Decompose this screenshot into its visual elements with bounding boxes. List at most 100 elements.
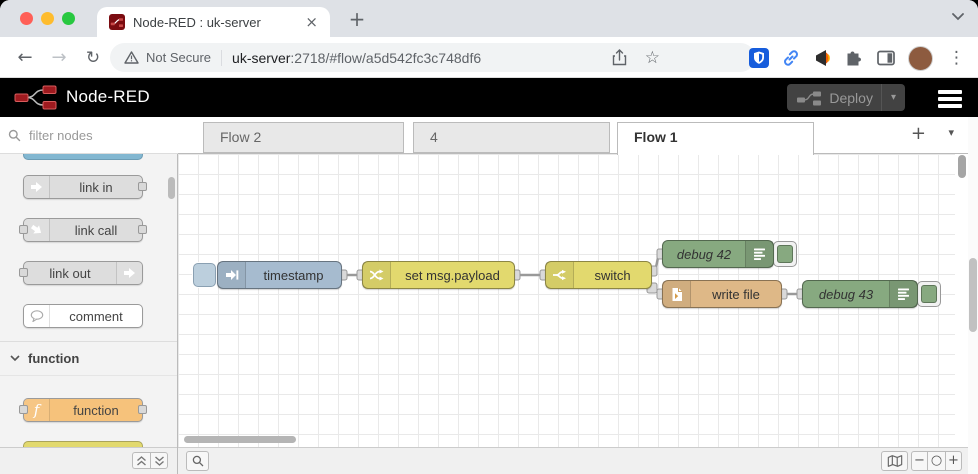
flow-list-caret[interactable]: ▾ <box>948 126 954 139</box>
palette-category-function[interactable]: function <box>0 341 177 376</box>
expand-all-button[interactable] <box>150 452 168 469</box>
palette-node-link-out[interactable]: link out <box>19 261 143 285</box>
megaphone-extension-icon[interactable] <box>813 48 833 68</box>
canvas-vertical-scrollbar[interactable] <box>958 155 966 178</box>
profile-avatar[interactable] <box>908 45 933 71</box>
debug-output-icon <box>745 241 773 267</box>
page-scrollbar[interactable] <box>968 117 978 474</box>
fullscreen-window-button[interactable] <box>62 12 75 25</box>
palette-scrollbar-thumb[interactable] <box>168 177 175 199</box>
not-secure-warning-icon <box>124 51 139 64</box>
node-switch[interactable]: switch <box>545 261 652 289</box>
search-icon <box>192 455 203 467</box>
zoom-out-button[interactable]: − <box>911 451 928 471</box>
node-port[interactable] <box>138 405 147 414</box>
reload-button[interactable]: ↻ <box>85 48 101 68</box>
palette-node-partial-top[interactable] <box>23 154 143 160</box>
bookmark-star-icon[interactable]: ☆ <box>644 47 660 68</box>
sidebar-icon[interactable] <box>876 49 896 67</box>
forward-button[interactable]: → <box>51 47 67 68</box>
browser-tabstrip: Node-RED : uk-server × + <box>0 0 978 37</box>
palette-node-link-call[interactable]: link call <box>19 218 147 242</box>
palette-category-label: function <box>28 351 80 366</box>
palette-node-partial-bottom[interactable] <box>23 441 143 447</box>
filter-nodes-input[interactable] <box>27 126 157 144</box>
palette-node-label: function <box>73 402 119 418</box>
node-port[interactable] <box>19 268 28 277</box>
canvas-horizontal-scrollbar[interactable] <box>184 436 296 443</box>
url-text[interactable]: uk-server:2718/#flow/a5d542fc3c748df6 <box>232 50 481 66</box>
address-bar[interactable]: Not Secure uk-server:2718/#flow/a5d542fc… <box>110 43 755 72</box>
close-window-button[interactable] <box>20 12 33 25</box>
switch-icon <box>546 262 574 288</box>
node-red-logo <box>14 85 57 110</box>
zoom-in-button[interactable]: + <box>945 451 962 471</box>
flow-tab-2[interactable]: Flow 2 <box>203 122 404 153</box>
main-menu-icon[interactable] <box>938 90 962 111</box>
comment-icon <box>24 305 50 327</box>
node-port[interactable] <box>138 182 147 191</box>
security-label[interactable]: Not Secure <box>146 50 212 65</box>
deploy-button[interactable]: Deploy ▾ <box>787 84 905 111</box>
inject-button[interactable] <box>193 263 216 287</box>
workspace: Flow 2 4 Flow 1 + ▾ <box>178 117 968 474</box>
minimize-window-button[interactable] <box>41 12 54 25</box>
tab-close-icon[interactable]: × <box>305 12 318 31</box>
palette-search[interactable] <box>0 117 178 154</box>
bitwarden-extension-icon[interactable] <box>749 48 769 68</box>
browser-menu-icon[interactable]: ⋮ <box>948 48 965 68</box>
add-flow-button[interactable]: + <box>910 123 926 144</box>
deploy-icon <box>797 91 822 106</box>
share-icon[interactable] <box>612 49 627 66</box>
browser-tab-title: Node-RED : uk-server <box>133 14 261 30</box>
deploy-label: Deploy <box>829 89 873 106</box>
node-label: switch <box>594 267 631 283</box>
tabstrip-chevron-icon[interactable] <box>952 13 964 21</box>
node-debug-42[interactable]: debug 42 <box>662 240 774 268</box>
node-debug-43[interactable]: debug 43 <box>802 280 918 308</box>
node-red-favicon <box>109 14 125 30</box>
collapse-all-button[interactable] <box>132 452 150 469</box>
map-icon <box>887 455 902 467</box>
node-label: timestamp <box>263 267 324 283</box>
node-port[interactable] <box>19 405 28 414</box>
palette-node-function[interactable]: f function <box>19 398 147 422</box>
palette-node-link-in[interactable]: link in <box>23 175 147 199</box>
node-port[interactable] <box>138 225 147 234</box>
inject-icon <box>218 262 246 288</box>
palette-node-label: link out <box>49 265 91 281</box>
node-label: debug 43 <box>818 286 874 302</box>
page-scrollbar-thumb[interactable] <box>969 258 977 332</box>
extensions-puzzle-icon[interactable] <box>845 49 864 68</box>
zoom-reset-button[interactable]: ○ <box>928 451 945 471</box>
search-icon <box>8 129 21 141</box>
flow-tab-1-active[interactable]: Flow 1 <box>617 122 814 155</box>
link-out-icon <box>116 262 142 284</box>
extension-icons: ⋮ <box>749 45 968 71</box>
node-label: set msg.payload <box>405 267 500 283</box>
node-port[interactable] <box>19 225 28 234</box>
back-button[interactable]: ← <box>17 47 33 68</box>
node-write-file[interactable]: write file <box>662 280 782 308</box>
debug-toggle-button[interactable] <box>773 241 797 267</box>
deploy-options-caret[interactable]: ▾ <box>880 84 905 111</box>
node-red-header: Node-RED Deploy ▾ <box>0 78 978 117</box>
node-change-set-msg-payload[interactable]: set msg.payload <box>362 261 515 289</box>
flow-tab-4[interactable]: 4 <box>413 122 610 153</box>
canvas-search-button[interactable] <box>186 451 209 471</box>
debug-toggle-button[interactable] <box>917 281 941 307</box>
navigator-map-button[interactable] <box>881 451 908 471</box>
new-tab-button[interactable]: + <box>348 7 366 31</box>
palette-node-comment[interactable]: comment <box>23 304 143 328</box>
link-extension-icon[interactable] <box>781 48 801 68</box>
zoom-controls: − ○ + <box>911 451 962 471</box>
browser-tab[interactable]: Node-RED : uk-server × <box>97 7 330 37</box>
debug-output-icon <box>889 281 917 307</box>
node-inject-timestamp[interactable]: timestamp <box>217 261 342 289</box>
flow-canvas[interactable]: timestamp set msg.payload switch debug 4… <box>178 154 968 447</box>
url-path: :2718/#flow/a5d542fc3c748df6 <box>290 49 482 66</box>
app-title: Node-RED <box>66 87 150 106</box>
file-icon <box>663 281 691 307</box>
palette-node-label: comment <box>69 308 123 324</box>
